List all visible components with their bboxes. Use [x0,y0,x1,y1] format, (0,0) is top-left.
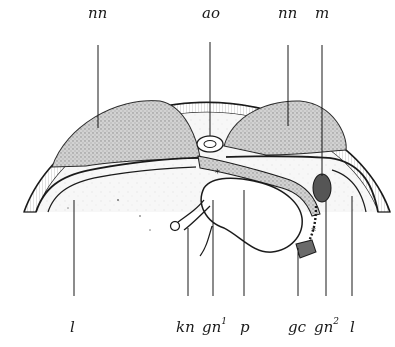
gland-cell [296,240,316,258]
label-gn2-base: gn [314,318,333,336]
star-marker-1: * [215,168,220,179]
label-ao: ao [202,6,220,21]
label-p: p [240,320,250,335]
kidney-node [171,222,180,231]
label-gn2-sup: 2 [333,317,339,327]
label-m: m [315,6,329,21]
speck [139,215,141,217]
label-kn: kn [176,320,195,335]
speck [117,199,119,201]
speck [149,229,151,231]
label-gn1-base: gn [202,318,221,336]
aorta [197,136,223,152]
label-nn-right: nn [278,6,297,21]
label-l-right: l [350,320,355,335]
label-gn1-sup: 1 [221,317,227,327]
star-marker-2: * [311,226,316,237]
label-gc: gc [288,320,306,335]
speck [67,207,69,209]
neural-mass-left [52,101,200,167]
muscle-oval [313,174,331,202]
label-gn2: gn2 [314,320,339,335]
vessel-curve [200,226,212,256]
label-gn1: gn1 [202,320,227,335]
label-l-left: l [70,320,75,335]
label-nn-left: nn [88,6,107,21]
